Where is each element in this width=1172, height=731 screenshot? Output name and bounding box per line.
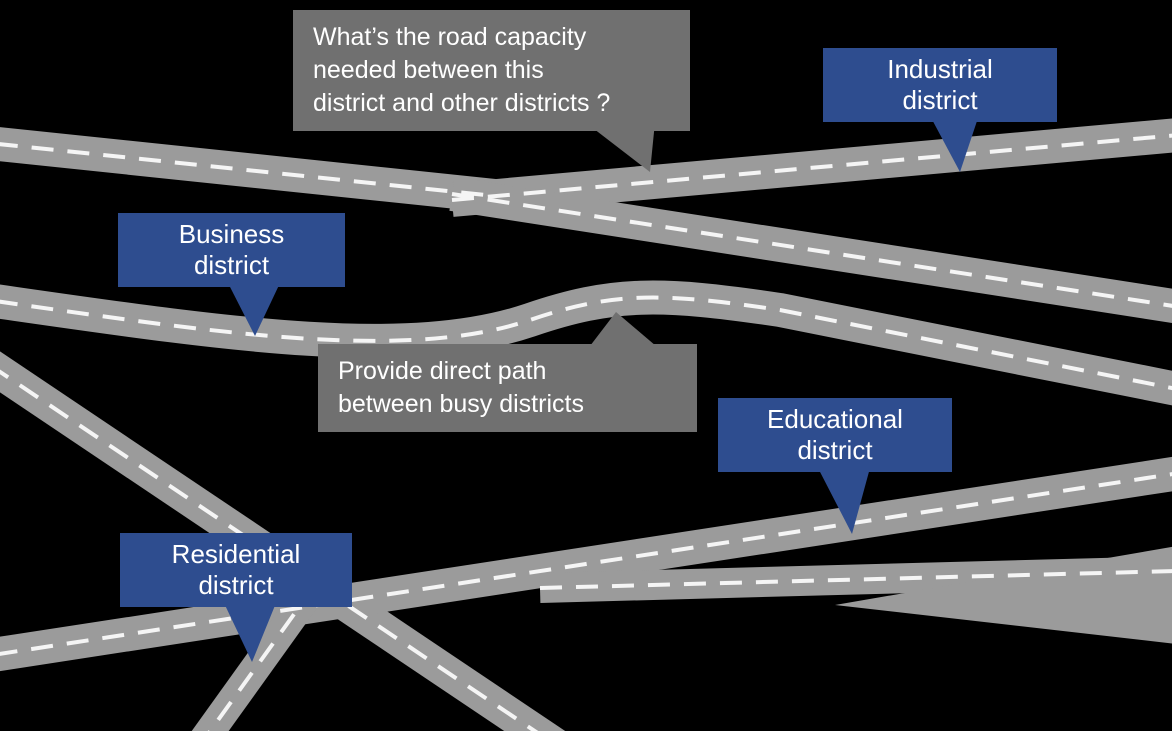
callout-tails <box>224 112 980 662</box>
industrial-label-tail <box>928 112 980 172</box>
direct-path-callout-tail <box>590 312 656 346</box>
residential-label-tail <box>224 603 276 662</box>
road-top-left <box>0 127 497 213</box>
centerline <box>0 142 496 198</box>
centerline <box>0 472 1172 656</box>
educational-label-tail <box>818 468 870 534</box>
district-label-business: Business district <box>118 213 345 287</box>
centerline <box>451 192 1172 308</box>
centerline <box>451 133 1172 202</box>
district-label-educational: Educational district <box>718 398 952 472</box>
district-label-industrial: Industrial district <box>823 48 1057 122</box>
callout-direct-path: Provide direct path between busy distric… <box>318 344 697 432</box>
centerline <box>539 569 1172 590</box>
road-merge-area <box>835 546 1172 644</box>
centerline <box>0 295 1172 391</box>
capacity-callout-tail <box>585 122 655 172</box>
callout-capacity-question: What’s the road capacity needed between … <box>293 10 690 131</box>
business-label-tail <box>228 283 280 336</box>
district-label-residential: Residential district <box>120 533 352 607</box>
road-residential-branch <box>191 576 328 731</box>
